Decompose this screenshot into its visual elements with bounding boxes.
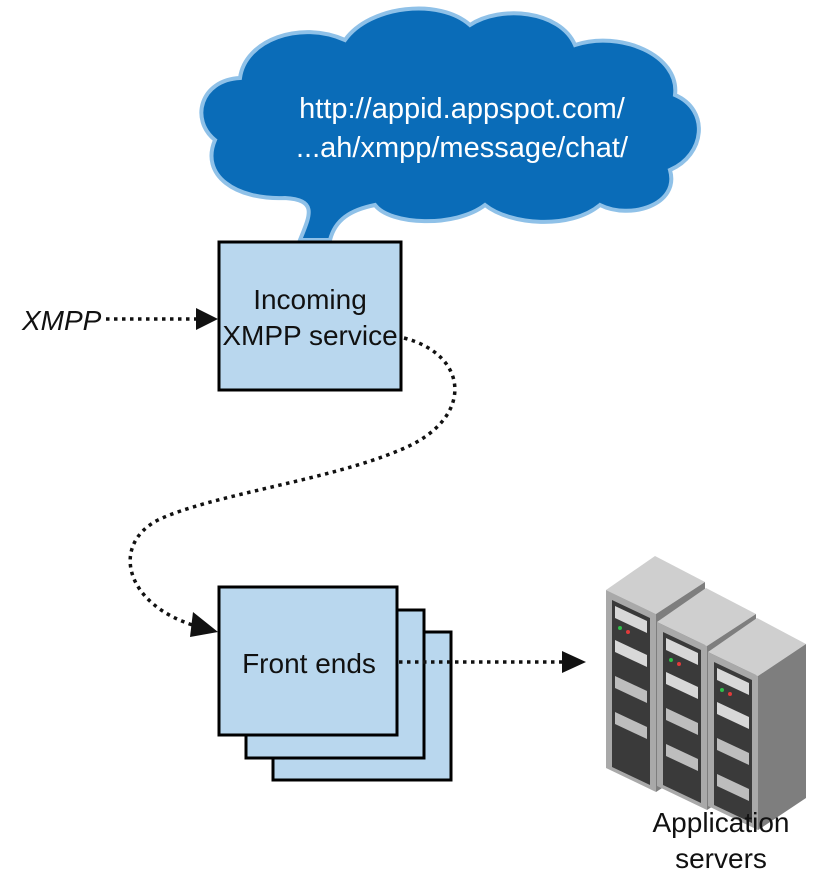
- server-rack-1-slot-2: [615, 640, 647, 667]
- front-ends-label: Front ends: [242, 648, 376, 679]
- server-rack-2-led-red: [677, 662, 681, 666]
- server-rack-3-slot-1: [717, 668, 749, 695]
- server-rack-2-slot-1: [666, 638, 698, 665]
- server-rack-1-led-red: [626, 630, 630, 634]
- server-rack-1-slot-3: [615, 676, 647, 703]
- front-end-box-front: [217, 585, 399, 737]
- server-rack-3-led-green: [720, 688, 724, 692]
- server-rack-3: [708, 618, 806, 830]
- server-rack-3-top: [708, 618, 806, 676]
- server-rack-1-led-green: [618, 626, 622, 630]
- server-rack-3-slot-2: [717, 702, 749, 729]
- url-cloud: http://appid.appspot.com/ ...ah/xmpp/mes…: [199, 6, 701, 242]
- app-servers-label-line1: Application: [653, 807, 790, 838]
- server-rack-2-slot-2: [666, 672, 698, 699]
- server-rack-3-side: [758, 644, 806, 830]
- incoming-box-line1: Incoming: [253, 284, 367, 315]
- server-rack-1-slot-1: [615, 606, 647, 633]
- app-servers-label-line2: servers: [675, 843, 767, 874]
- server-rack-1-top: [606, 556, 705, 614]
- server-rack-3-slot-4: [717, 774, 749, 801]
- cloud-shape: [199, 6, 701, 242]
- server-rack-2-slot-3: [666, 708, 698, 735]
- server-rack-3-slot-3: [717, 738, 749, 765]
- cloud-url-line1: http://appid.appspot.com/: [299, 93, 626, 125]
- incoming-to-frontends-arrow-line: [128, 336, 457, 628]
- incoming-box-rect: [217, 240, 403, 392]
- incoming-xmpp-service-box: Incoming XMPP service: [217, 240, 403, 392]
- xmpp-input-arrow-head: [196, 308, 218, 330]
- incoming-to-frontends-arrow-head: [190, 612, 218, 637]
- cloud-url-line2: ...ah/xmpp/message/chat/: [296, 132, 629, 164]
- xmpp-input-label: XMPP: [21, 305, 102, 336]
- server-rack-2-slot-4: [666, 744, 698, 771]
- server-rack-3-led-red: [728, 692, 732, 696]
- front-ends-stack: Front ends: [217, 585, 453, 782]
- server-rack-2-led-green: [669, 658, 673, 662]
- server-rack-1-slot-4: [615, 712, 647, 739]
- server-rack-2-top: [657, 588, 756, 646]
- application-servers-icon: [606, 556, 806, 830]
- incoming-box-line2: XMPP service: [222, 320, 397, 351]
- frontends-to-servers-arrow-head: [562, 651, 586, 673]
